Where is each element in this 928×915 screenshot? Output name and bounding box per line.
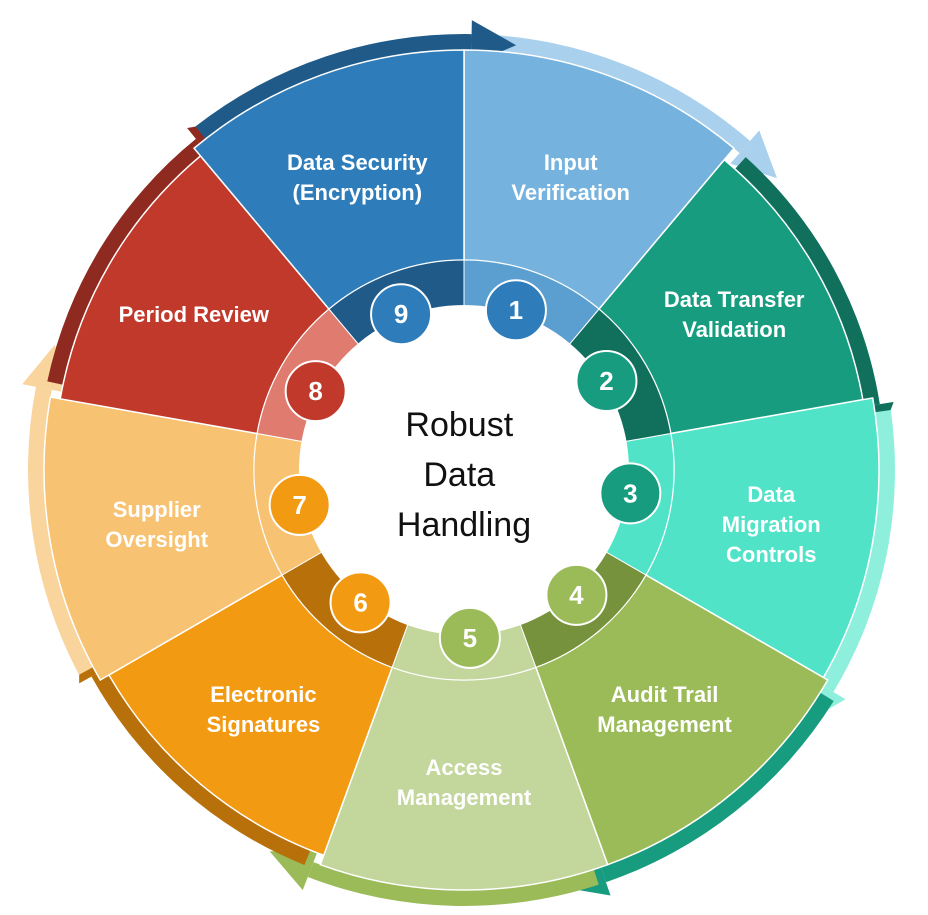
badge-number: 6	[353, 587, 367, 617]
badge-number: 3	[623, 478, 637, 508]
badge-number: 1	[509, 295, 523, 325]
arrow-band-7	[28, 386, 94, 675]
number-badge-5	[438, 606, 501, 669]
center-circle	[299, 305, 629, 635]
badge-number: 4	[569, 580, 584, 610]
segment-label-9: Data Security (Encryption)	[287, 150, 428, 205]
number-badge-1	[484, 279, 547, 342]
number-badge-8	[284, 360, 347, 423]
arrow-band-9	[195, 33, 472, 140]
number-badge-3	[599, 462, 662, 525]
label-line: Period Review	[119, 302, 270, 327]
arrow-band-4	[600, 692, 834, 883]
arrow-band-5	[307, 862, 599, 906]
label-line: Validation	[682, 317, 786, 342]
label-line: (Encryption)	[293, 180, 423, 205]
number-badge-9	[370, 283, 433, 346]
badge-number: 7	[292, 490, 306, 520]
label-line: Data Security	[287, 150, 428, 175]
label-line: Verification	[511, 180, 630, 205]
label-line: Data	[747, 482, 795, 507]
badge-number: 2	[599, 366, 613, 396]
label-line: Input	[544, 150, 598, 175]
number-badges: 1 2 3 4 5 6 7 8 9	[268, 279, 662, 669]
center-title: Robust Data Handling	[397, 406, 531, 544]
segments	[43, 49, 880, 891]
label-line: Signatures	[207, 712, 321, 737]
arrow-band-3	[819, 410, 895, 692]
label-line: Controls	[726, 542, 816, 567]
arrow-band-6	[91, 668, 311, 865]
label-line: Data Transfer	[664, 287, 805, 312]
arrow-band-8	[47, 138, 206, 385]
label-line: Management	[597, 712, 732, 737]
badge-number: 5	[463, 623, 477, 653]
label-line: Electronic	[210, 682, 316, 707]
label-line: Audit Trail	[611, 682, 719, 707]
number-badge-6	[329, 571, 392, 634]
badge-number: 8	[308, 376, 322, 406]
segment-label-8: Period Review	[119, 302, 270, 327]
number-badge-2	[575, 349, 638, 412]
label-line: Supplier	[113, 497, 201, 522]
label-line: Migration	[722, 512, 821, 537]
label-line: Access	[425, 755, 502, 780]
label-line: Management	[397, 785, 532, 810]
number-badge-4	[545, 563, 608, 626]
number-badge-7	[268, 473, 331, 536]
badge-number: 9	[394, 299, 408, 329]
label-line: Oversight	[105, 527, 208, 552]
